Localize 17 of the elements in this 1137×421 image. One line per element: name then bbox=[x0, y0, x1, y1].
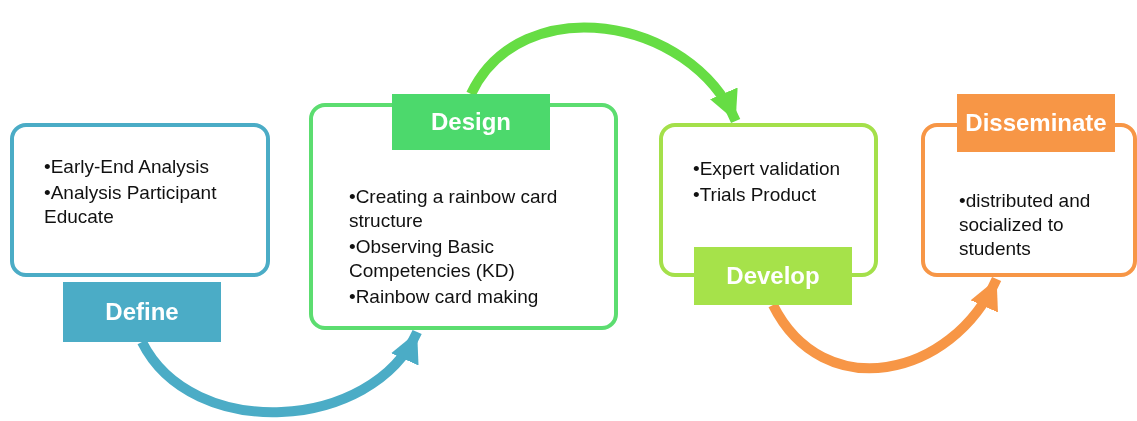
stage-box bbox=[309, 103, 618, 330]
stage-tab: Define bbox=[63, 282, 221, 342]
bullet-point-text: •Analysis Participant Educate bbox=[44, 181, 218, 229]
bullet-point-text: •distributed and socialized to students bbox=[959, 189, 1092, 261]
curved-arrow bbox=[137, 329, 422, 417]
stage-tab: Design bbox=[392, 94, 550, 150]
stage-tab: Develop bbox=[694, 247, 852, 305]
bullet-point-text: •Rainbow card making bbox=[349, 285, 540, 309]
stage-tab: Disseminate bbox=[957, 94, 1115, 152]
bullet-point-text: •Trials Product bbox=[693, 183, 818, 207]
curved-arrow bbox=[768, 276, 1001, 374]
bullet-point-text: •Early-End Analysis bbox=[44, 155, 211, 179]
bullet-point-text: •Creating a rainbow card structure bbox=[349, 185, 559, 233]
bullet-point-text: •Expert validation bbox=[693, 157, 842, 181]
stage-box bbox=[10, 123, 270, 277]
curved-arrow bbox=[466, 22, 740, 124]
bullet-point-text: •Observing Basic Competencies (KD) bbox=[349, 235, 516, 283]
